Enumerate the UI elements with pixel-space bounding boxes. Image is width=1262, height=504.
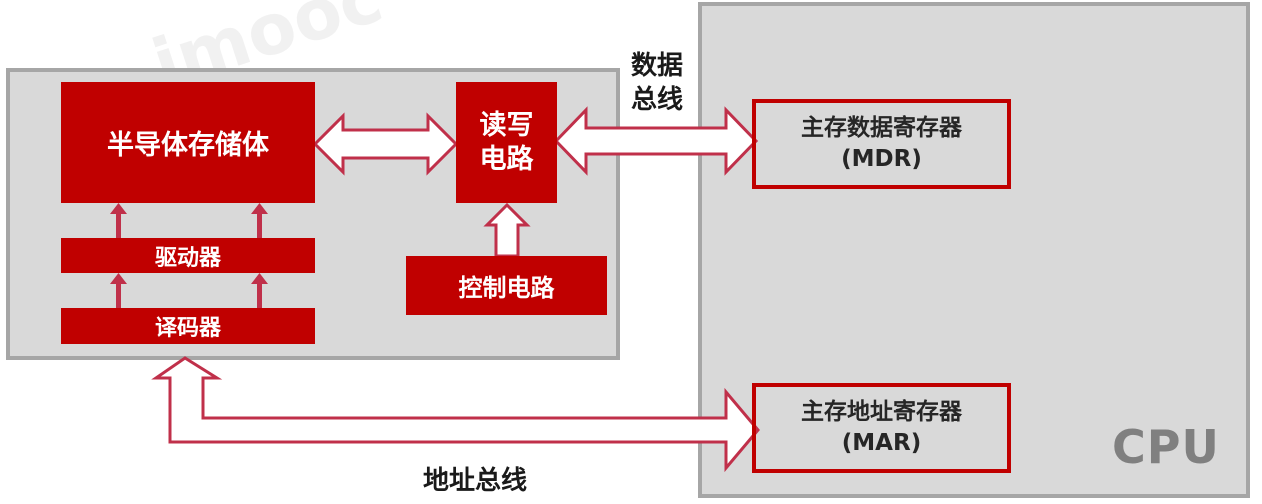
mar-name: 主存地址寄存器 (801, 398, 962, 425)
control-to-rw-arrow (483, 202, 531, 258)
read-write-circuit-block: 读写 电路 (456, 82, 557, 203)
driver-label: 驱动器 (154, 245, 221, 271)
mar-abbr: (MAR) (841, 430, 922, 456)
driver-block: 驱动器 (61, 238, 315, 273)
address-bus-label: 地址总线 (422, 466, 527, 496)
data-bus-label-line2: 总线 (630, 84, 683, 115)
control-circuit-label: 控制电路 (458, 274, 555, 302)
mdr-name: 主存数据寄存器 (801, 114, 962, 141)
data-bus-label-line1: 数据 (630, 51, 683, 81)
semiconductor-memory-label: 半导体存储体 (107, 130, 269, 161)
read-write-label-line1: 读写 (479, 109, 534, 141)
address-bus-arrow (151, 356, 760, 473)
semiconductor-memory-block: 半导体存储体 (61, 82, 315, 203)
mdr-abbr: (MDR) (841, 146, 922, 172)
control-circuit-block: 控制电路 (406, 256, 607, 315)
mar-register: 主存地址寄存器 (MAR) (752, 383, 1011, 473)
decoder-block: 译码器 (61, 308, 315, 344)
memory-rw-bus-arrow (312, 112, 459, 176)
mdr-register: 主存数据寄存器 (MDR) (752, 99, 1011, 189)
cpu-panel (698, 2, 1250, 498)
data-bus-label: 数据 总线 (622, 50, 692, 118)
cpu-label: CPU (1112, 420, 1220, 474)
data-bus-arrow (553, 106, 759, 176)
decoder-label: 译码器 (154, 316, 221, 341)
read-write-label-line2: 电路 (479, 143, 534, 175)
